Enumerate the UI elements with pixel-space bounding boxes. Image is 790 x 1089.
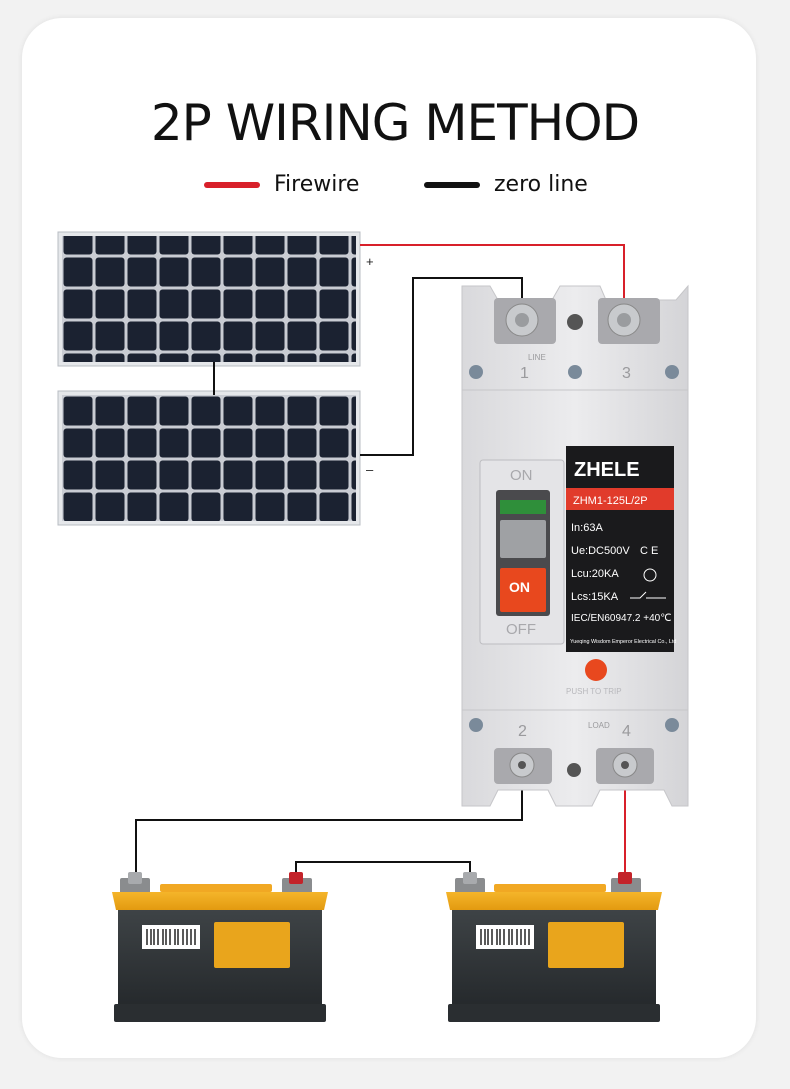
terminal-4-label: 4 (622, 723, 631, 740)
page-title: 2P WIRING METHOD (150, 94, 640, 152)
rating-label-plate (566, 446, 674, 652)
panel-plus-label: + (366, 254, 374, 269)
breaker-on-indicator (500, 568, 546, 612)
handle-on-label: ON (509, 579, 530, 595)
battery-right (446, 872, 662, 1022)
screw-icon (665, 365, 679, 379)
battery-positive-terminal (289, 872, 303, 884)
battery-negative-terminal (128, 872, 142, 884)
switch-symbol-icon (630, 591, 666, 599)
battery-left (112, 872, 328, 1022)
standard-label: IEC/EN60947.2 +40℃ (571, 613, 671, 624)
battery-link-wire (295, 861, 471, 884)
zero-line-legend-swatch (424, 182, 480, 188)
brand-logo: ZHELE (574, 459, 640, 481)
push-to-trip-button[interactable] (585, 659, 607, 681)
solar-panel-bottom (57, 390, 361, 526)
rated-current: In:63A (571, 522, 603, 534)
terminal-3-label: 3 (622, 365, 631, 382)
breaking-capacity-lcu: Lcu:20KA (571, 568, 619, 580)
battery-negative-terminal (463, 872, 477, 884)
zero-line-panel-to-breaker (360, 277, 523, 456)
breaking-capacity-lcs: Lcs:15KA (571, 591, 619, 603)
zero-line-legend-label: zero line (494, 172, 588, 197)
terminal-2-label: 2 (518, 723, 527, 740)
zero-line-breaker-to-battery (135, 765, 523, 884)
load-label: LOAD (588, 721, 610, 730)
handle-on-mark: ON (510, 467, 533, 484)
screw-icon (469, 718, 483, 732)
screw-icon (665, 718, 679, 732)
certification-icon (643, 568, 657, 582)
terminal-1-label: 1 (520, 365, 529, 382)
breaker-handle[interactable] (500, 520, 546, 558)
solar-panel-top (57, 231, 361, 367)
screw-icon (469, 365, 483, 379)
panel-minus-label: – (366, 462, 374, 477)
ce-mark: C E (640, 545, 658, 557)
battery-positive-terminal (618, 872, 632, 884)
firewire-legend-swatch (204, 182, 260, 188)
firewire-legend-label: Firewire (274, 172, 360, 197)
model-label: ZHM1-125L/2P (573, 495, 648, 507)
screw-icon (568, 365, 582, 379)
handle-off-mark: OFF (506, 621, 536, 638)
circuit-breaker: 1 LINE 3 ON OFF ON ZHELE ZHM1-125L/2P In… (461, 284, 689, 807)
firewire-panel-to-breaker (360, 244, 625, 320)
manufacturer-label: Yueqing Wisdom Emperor Electrical Co., L… (570, 639, 676, 645)
line-label: LINE (528, 353, 546, 362)
push-to-trip-label: PUSH TO TRIP (566, 687, 622, 696)
rated-voltage: Ue:DC500V (571, 545, 630, 557)
